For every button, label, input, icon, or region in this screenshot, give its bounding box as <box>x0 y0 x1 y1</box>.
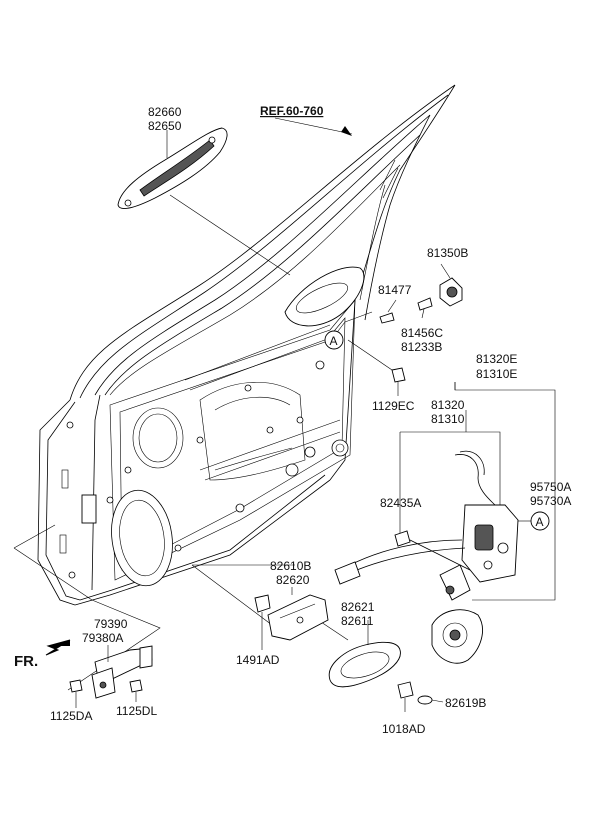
fr-label: FR. <box>14 653 38 670</box>
callout-a-door-text: A <box>330 334 338 348</box>
ref-label: REF.60-760 <box>260 104 324 118</box>
part-82435a-label: 82435A <box>380 496 421 510</box>
part-82610b-label: 82610B <box>270 559 311 573</box>
inside-handle-group-box <box>191 564 349 641</box>
ref-leader <box>341 126 352 136</box>
part-82621-label: 82621 <box>341 600 375 614</box>
screw-cover-group <box>397 681 444 712</box>
part-1018ad-label: 1018AD <box>382 722 426 736</box>
part-81477-label: 81477 <box>378 283 412 297</box>
part-82611-label: 82611 <box>341 614 374 628</box>
outside-handle-assembly <box>117 127 228 209</box>
part-79390-label: 79390 <box>94 617 128 631</box>
part-81233b-label: 81233B <box>401 340 442 354</box>
part-81350b-label: 81350B <box>427 246 468 260</box>
part-81310-label: 81310 <box>431 412 465 426</box>
part-79380a-label: 79380A <box>82 631 123 645</box>
latch-cables <box>334 539 471 585</box>
door-checker <box>69 645 153 708</box>
door-latch-assembly <box>394 450 519 664</box>
part-95730a-label: 95730A <box>530 494 571 508</box>
striker-bolt-group <box>379 263 463 396</box>
latch-brackets <box>399 382 556 601</box>
callout-a-latch-text: A <box>536 515 544 529</box>
part-81320e-label: 81320E <box>476 352 517 366</box>
callout-a-door: A <box>324 330 344 350</box>
part-1491ad-label: 1491AD <box>236 653 280 667</box>
part-labels: REF.60-760 82660 82650 81350B 81477 8145… <box>14 104 571 736</box>
part-1125da-label: 1125DA <box>50 709 92 723</box>
part-81456c-label: 81456C <box>401 326 443 340</box>
front-direction-arrow <box>45 639 71 656</box>
part-1129ec-label: 1129EC <box>372 399 415 413</box>
inside-handle-bracket <box>254 594 329 650</box>
part-82620-label: 82620 <box>276 573 310 587</box>
part-82660-label: 82660 <box>148 105 182 119</box>
part-81310e-label: 81310E <box>476 367 517 381</box>
part-82650-label: 82650 <box>148 119 182 133</box>
callout-a-latch: A <box>530 511 550 531</box>
part-1125dl-label: 1125DL <box>116 704 157 718</box>
front-door-panel <box>37 84 456 606</box>
inside-handle-bezel <box>328 620 401 688</box>
part-95750a-label: 95750A <box>530 480 571 494</box>
part-81320-label: 81320 <box>431 398 465 412</box>
part-82619b-label: 82619B <box>445 696 486 710</box>
